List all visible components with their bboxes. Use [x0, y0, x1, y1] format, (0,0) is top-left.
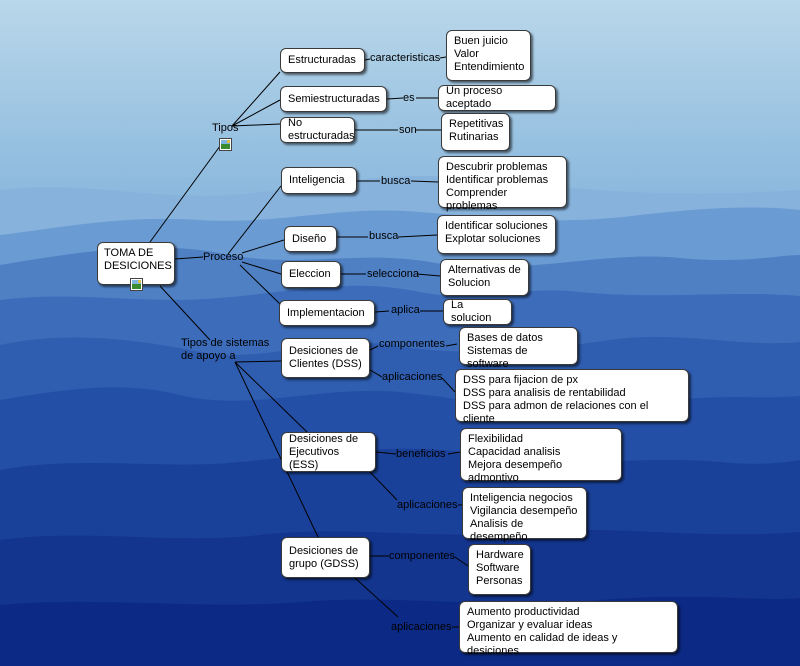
- link-dss-aplicaciones: aplicaciones: [382, 371, 443, 383]
- node-implementacion[interactable]: Implementacion: [279, 300, 375, 326]
- node-es-value[interactable]: Un proceso aceptado: [438, 85, 556, 111]
- link-caracteristicas: caracteristicas: [370, 52, 441, 64]
- branch-proceso-label: Proceso: [203, 251, 244, 263]
- link-busca-1: busca: [381, 175, 411, 187]
- link-gdss-componentes: componentes: [389, 550, 456, 562]
- node-busca-2-list[interactable]: Identificar soluciones Explotar solucion…: [437, 215, 556, 254]
- node-eleccion[interactable]: Eleccion: [281, 261, 341, 288]
- link-busca-2: busca: [369, 230, 399, 242]
- link-es: es: [403, 92, 415, 104]
- line-root-tipos: [149, 141, 224, 243]
- node-busca-1-list[interactable]: Descubrir problemas Identificar problema…: [438, 156, 567, 212]
- node-semiestructuradas[interactable]: Semiestructuradas: [280, 86, 387, 112]
- node-gdss-aplicaciones-list[interactable]: Aumento productividad Organizar y evalua…: [459, 601, 678, 657]
- node-dss[interactable]: Desiciones de Clientes (DSS): [281, 338, 370, 378]
- node-aplica-value[interactable]: La solucion: [443, 299, 512, 325]
- root-label: TOMA DE DESICIONES: [104, 247, 172, 272]
- link-selecciona: selecciona: [367, 268, 419, 280]
- node-ess-aplicaciones-list[interactable]: Inteligencia negocios Vigilancia desempe…: [462, 487, 587, 543]
- image-icon[interactable]: [130, 278, 143, 291]
- link-son: son: [399, 124, 417, 136]
- node-gdss[interactable]: Desiciones de grupo (GDSS): [281, 537, 370, 578]
- node-caracteristicas-list[interactable]: Buen juicio Valor Entendimiento: [446, 30, 531, 81]
- node-gdss-componentes-list[interactable]: Hardware Software Personas: [468, 544, 531, 595]
- node-son-list[interactable]: Repetitivas Rutinarias: [441, 113, 510, 151]
- line-root-sistemas: [159, 285, 211, 341]
- branch-tipos-label: Tipos: [212, 122, 239, 134]
- node-ess[interactable]: Desiciones de Ejecutivos (ESS): [281, 432, 376, 472]
- node-dss-aplicaciones-list[interactable]: DSS para fijacion de px DSS para analisi…: [455, 369, 689, 425]
- link-dss-componentes: componentes: [379, 338, 446, 350]
- link-ess-aplicaciones: aplicaciones: [397, 499, 458, 511]
- branch-sistemas-label: Tipos de sistemas de apoyo a: [181, 337, 270, 362]
- node-ess-beneficios-list[interactable]: Flexibilidad Capacidad analisis Mejora d…: [460, 428, 622, 484]
- image-icon[interactable]: [219, 138, 232, 151]
- link-aplica: aplica: [391, 304, 420, 316]
- node-inteligencia[interactable]: Inteligencia: [281, 167, 357, 194]
- node-diseno[interactable]: Diseño: [284, 226, 337, 252]
- link-gdss-aplicaciones: aplicaciones: [391, 621, 452, 633]
- link-ess-beneficios: beneficios: [396, 448, 446, 460]
- node-estructuradas[interactable]: Estructuradas: [280, 48, 365, 73]
- node-no-estructuradas[interactable]: No estructuradas: [280, 117, 355, 143]
- line-root-proceso: [174, 256, 204, 260]
- node-selecciona-list[interactable]: Alternativas de Solucion: [440, 259, 529, 296]
- node-dss-componentes-list[interactable]: Bases de datos Sistemas de software: [459, 327, 578, 370]
